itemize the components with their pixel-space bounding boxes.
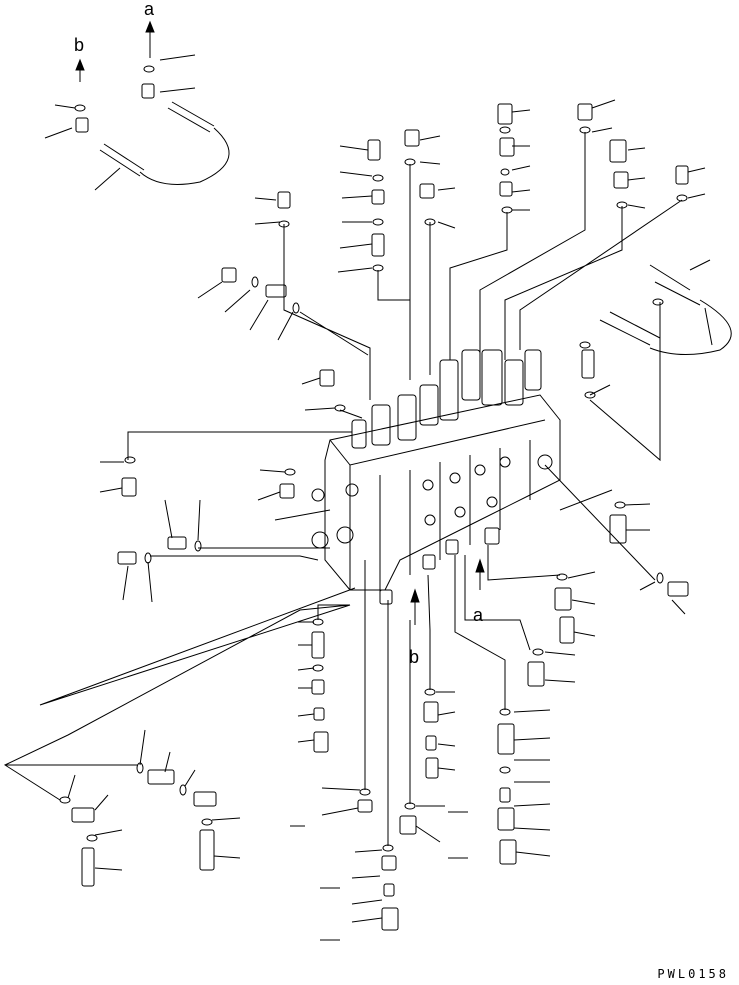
- o-ring: [584, 391, 596, 399]
- o-ring: [144, 552, 152, 564]
- hose-a: [167, 101, 215, 133]
- o-ring: [652, 298, 664, 306]
- leader-lines: [197, 99, 706, 341]
- fitting-stack-center-left: [311, 618, 399, 931]
- plug-fitting: [581, 349, 595, 379]
- leader-lines: [283, 132, 683, 400]
- leader-lines: [122, 499, 330, 603]
- hose-right: [599, 264, 701, 346]
- plug-fitting: [609, 514, 627, 544]
- leader-lines: [454, 545, 596, 857]
- tee-fitting: [167, 536, 187, 550]
- elbow-fitting: [75, 117, 89, 133]
- leader-lines: [127, 431, 352, 460]
- leader-lines: [3, 587, 356, 801]
- leader-lines: [589, 259, 713, 462]
- arrow-b-mid: [410, 588, 420, 625]
- o-ring: [579, 341, 591, 349]
- o-ring: [74, 104, 86, 112]
- arrow-label-a-mid: a: [473, 605, 484, 625]
- o-ring: [656, 572, 664, 584]
- leader-lines: [409, 574, 468, 859]
- top-arrow-a: [145, 20, 155, 58]
- arrow-label-a: a: [144, 0, 155, 19]
- leader-lines: [67, 729, 241, 871]
- arrow-a-mid: [475, 558, 485, 590]
- elbow-fitting: [121, 477, 137, 497]
- hose-loop-right: [649, 299, 732, 356]
- elbow-fitting: [667, 581, 689, 597]
- elbow-fitting: [319, 369, 335, 387]
- o-ring: [143, 65, 155, 73]
- arrow-label-b: b: [74, 35, 85, 55]
- leader-lines: [301, 377, 363, 419]
- o-ring: [284, 468, 296, 476]
- leader-lines: [44, 54, 196, 191]
- o-ring: [124, 456, 136, 464]
- o-ring: [194, 540, 202, 552]
- arrow-label-b-mid: b: [409, 647, 420, 667]
- hose-loop: [139, 127, 230, 185]
- leader-lines: [544, 384, 686, 615]
- top-arrow-b: [75, 58, 85, 82]
- leader-lines: [99, 461, 124, 493]
- elbow-fitting: [141, 83, 155, 99]
- elbow-fitting: [279, 483, 295, 499]
- fitting-stack-center: [399, 688, 439, 835]
- leader-lines: [290, 560, 389, 941]
- o-ring: [614, 501, 626, 509]
- fitting-stack-right: [497, 573, 575, 865]
- fitting-column-top: [221, 103, 689, 314]
- drawing-code: PWL0158: [657, 967, 729, 981]
- bottom-left-parts: [59, 762, 217, 887]
- hose-b: [99, 143, 145, 177]
- control-valve-body: [311, 349, 561, 605]
- tee-fitting: [117, 551, 137, 565]
- leader-lines: [257, 469, 331, 521]
